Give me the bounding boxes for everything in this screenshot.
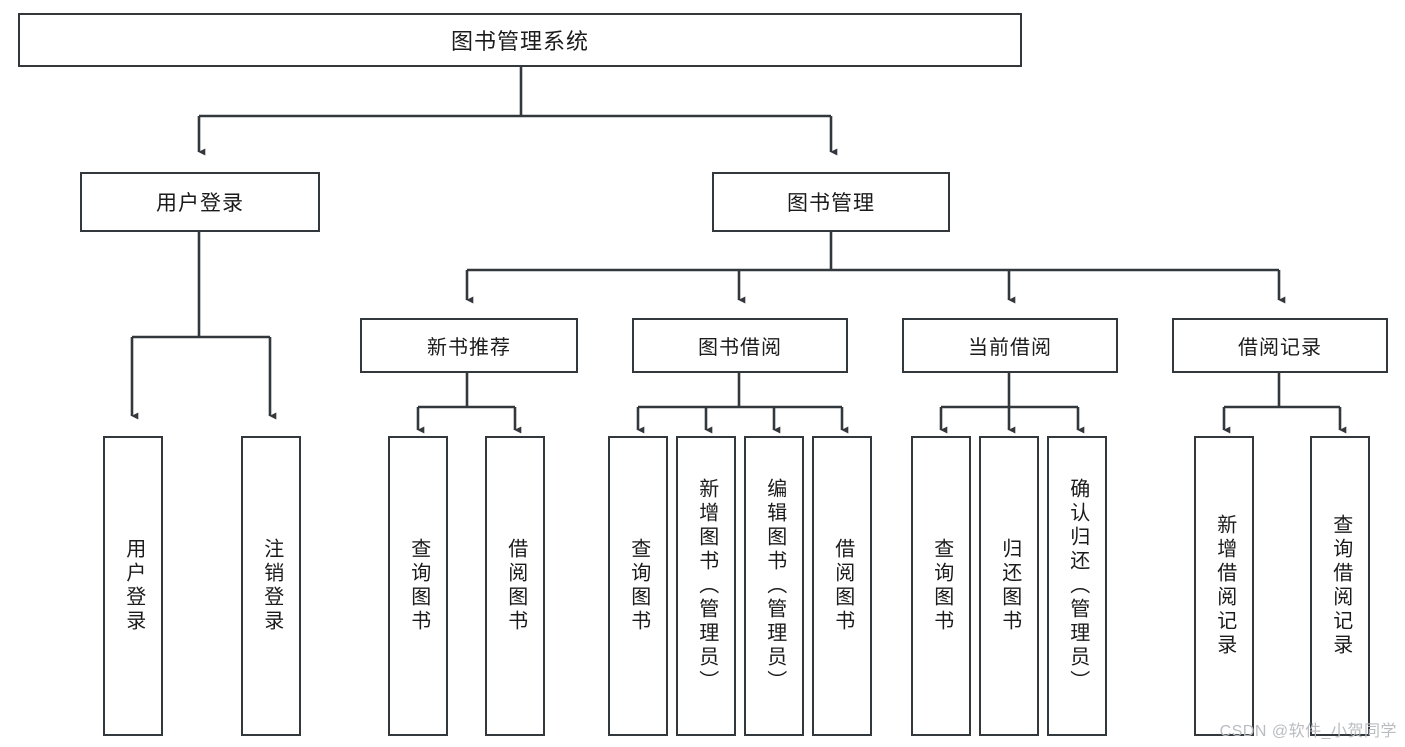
node-new-book-recommend[interactable]: 新书推荐 <box>360 318 578 373</box>
leaf-new-book-query[interactable]: 查询图书 <box>388 436 448 736</box>
node-root-system[interactable]: 图书管理系统 <box>18 13 1022 67</box>
leaf-label: 查询图书 <box>627 538 650 634</box>
leaf-borrow-record-add[interactable]: 新增借阅记录 <box>1194 436 1254 736</box>
leaf-label: 归还图书 <box>998 538 1021 634</box>
leaf-label: 借阅图书 <box>831 538 854 634</box>
leaf-label: 新增借阅记录 <box>1213 514 1236 658</box>
leaf-label: 查询图书 <box>407 538 430 634</box>
leaf-current-borrow-return[interactable]: 归还图书 <box>979 436 1039 736</box>
leaf-user-login-logout[interactable]: 注销登录 <box>241 436 301 736</box>
leaf-book-borrow-add[interactable]: 新增图书（管理员） <box>676 436 736 736</box>
leaf-label: 注销登录 <box>260 538 283 634</box>
leaf-new-book-borrow[interactable]: 借阅图书 <box>485 436 545 736</box>
leaf-borrow-record-query[interactable]: 查询借阅记录 <box>1310 436 1370 736</box>
leaf-book-borrow-query[interactable]: 查询图书 <box>608 436 668 736</box>
leaf-label: 借阅图书 <box>504 538 527 634</box>
node-user-login-label: 用户登录 <box>156 192 244 215</box>
node-root-label: 图书管理系统 <box>450 29 589 54</box>
leaf-current-borrow-query[interactable]: 查询图书 <box>911 436 971 736</box>
leaf-label: 确认归还（管理员） <box>1066 478 1089 694</box>
node-new-book-recommend-label: 新书推荐 <box>427 337 511 359</box>
leaf-user-login-login[interactable]: 用户登录 <box>103 436 163 736</box>
node-book-borrow[interactable]: 图书借阅 <box>632 318 848 373</box>
csdn-watermark: CSDN @软件_小贺同学 <box>1219 723 1397 740</box>
node-current-borrow[interactable]: 当前借阅 <box>902 318 1118 373</box>
leaf-label: 编辑图书（管理员） <box>763 478 786 694</box>
leaf-label: 新增图书（管理员） <box>695 478 718 694</box>
node-book-manage[interactable]: 图书管理 <box>712 172 950 232</box>
node-borrow-record[interactable]: 借阅记录 <box>1172 318 1388 373</box>
node-book-manage-label: 图书管理 <box>787 192 875 215</box>
leaf-book-borrow-edit[interactable]: 编辑图书（管理员） <box>744 436 804 736</box>
leaf-label: 查询图书 <box>930 538 953 634</box>
leaf-label: 查询借阅记录 <box>1329 514 1352 658</box>
node-current-borrow-label: 当前借阅 <box>968 337 1052 359</box>
node-user-login[interactable]: 用户登录 <box>80 172 320 232</box>
leaf-current-borrow-confirm-return[interactable]: 确认归还（管理员） <box>1047 436 1107 736</box>
node-borrow-record-label: 借阅记录 <box>1238 337 1322 359</box>
node-book-borrow-label: 图书借阅 <box>698 337 782 359</box>
leaf-book-borrow-borrow[interactable]: 借阅图书 <box>812 436 872 736</box>
leaf-label: 用户登录 <box>122 538 145 634</box>
